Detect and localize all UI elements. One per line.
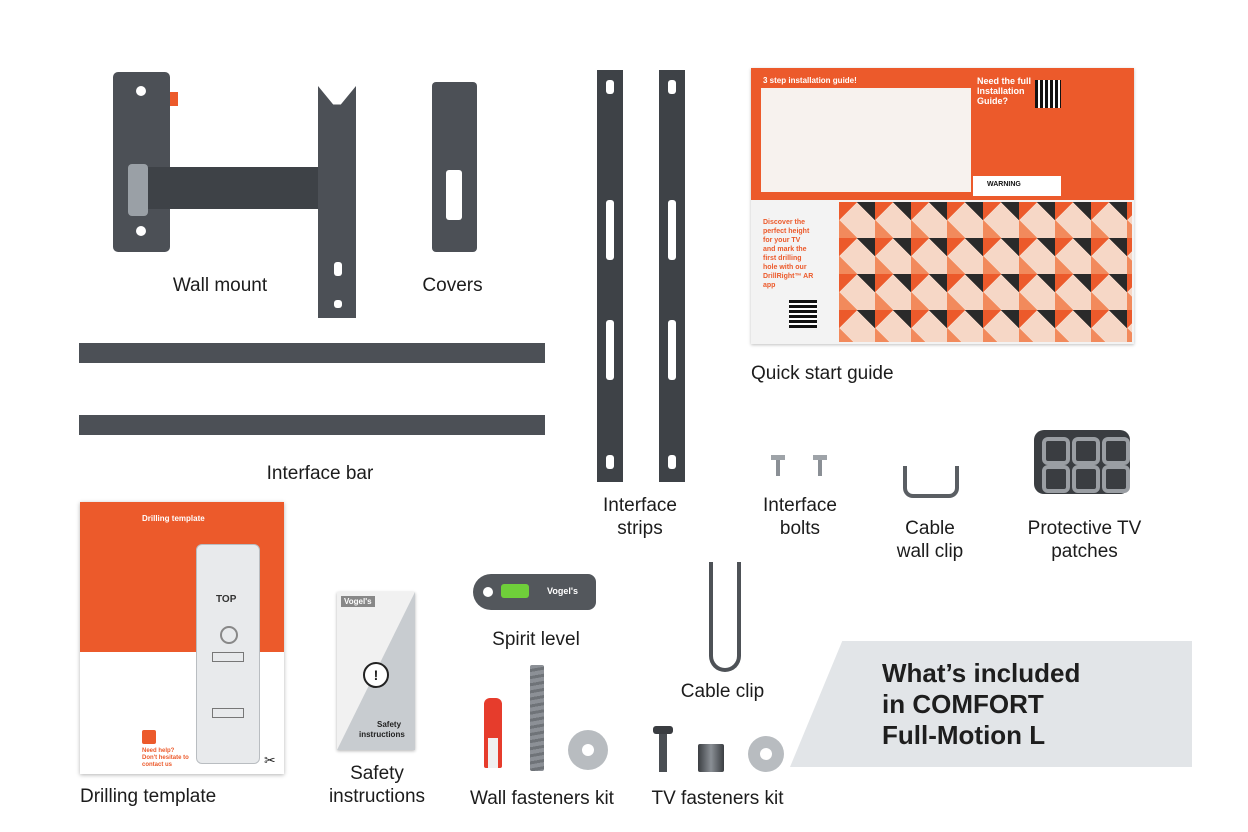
drilling-template: Drilling template TOP Need help? Don't h… [80,502,284,774]
wall-mount-label: Wall mount [172,275,268,296]
spirit-level: Vogel's [473,574,596,610]
tv-bolt [653,726,673,772]
guide-discover-2: perfect height [763,228,810,235]
wall-plate [113,72,170,252]
cable-wall-clip-label-2: wall clip [896,541,964,562]
protective-patches-label-2: patches [1051,541,1118,562]
wall-screw [530,665,544,771]
guide-need-full-1: Need the full [977,76,1032,86]
interface-bolt-1 [771,455,785,477]
tv-fasteners-kit-label: TV fasteners kit [651,788,784,809]
safety-instructions-label-2: instructions [328,786,426,807]
tv-washer [748,736,784,772]
interface-bar-1 [79,343,545,363]
guide-need-full-3: Guide? [977,96,1008,106]
spirit-level-brand: Vogel's [547,586,578,596]
guide-discover-4: and mark the [763,246,807,253]
interface-strips-label-2: strips [617,518,663,539]
guide-discover-8: app [763,282,776,289]
tv-spacer [698,744,724,772]
guide-discover-5: first drilling [763,255,802,262]
interface-bolt-2 [813,455,827,477]
banner-title-line-3: Full-Motion L [882,720,1046,750]
guide-need-full-2: Installation [977,86,1025,96]
warning-icon: ! [363,662,389,688]
wall-fasteners-kit-label: Wall fasteners kit [470,788,614,809]
cable-clip [709,562,741,672]
template-plate [196,544,260,764]
cable-clip-label: Cable clip [680,681,765,702]
wall-washer [568,730,608,770]
safety-instructions: Vogel's ! Safety instructions [337,592,415,750]
interface-strips-label-1: Interface [603,495,677,516]
interface-bolts-label-2: bolts [779,518,821,539]
guide-discover-3: for your TV [763,237,801,244]
cable-wall-clip-label-1: Cable [905,518,955,539]
interface-strip-1 [597,70,623,482]
template-help-3: contact us [142,762,173,768]
guide-qr-code [1035,80,1061,108]
banner-title: What’s included in COMFORT Full-Motion L [882,658,1182,751]
covers [432,82,477,252]
protective-patches-label-1: Protective TV [1027,518,1142,539]
guide-discover-6: hole with our [763,264,807,271]
banner-title-line-2: in COMFORT [882,689,1044,719]
template-heading: Drilling template [142,514,205,523]
spirit-level-vial [501,584,529,598]
quick-start-guide: 3 step installation guide! Need the full… [751,68,1134,344]
guide-app-qr-code [789,300,817,328]
covers-label: Covers [422,275,483,296]
interface-bar-label: Interface bar [266,463,374,484]
drilling-template-label: Drilling template [80,786,217,807]
interface-strip-2 [659,70,685,482]
protective-tv-patches [1034,430,1130,494]
interface-bar-2 [79,415,545,435]
spirit-level-label: Spirit level [492,629,580,650]
guide-heading: 3 step installation guide! [763,76,857,85]
interface-bolts-label-1: Interface [763,495,837,516]
safety-card-text-1: Safety [377,720,402,729]
template-help-2: Don't hesitate to [142,755,189,761]
whats-included-banner [790,641,1192,767]
template-logo [142,730,156,744]
safety-instructions-label-1: Safety [350,763,404,784]
quick-start-guide-label: Quick start guide [751,363,894,384]
cable-wall-clip [903,466,959,498]
wall-plug [484,698,502,768]
wall-mount [113,72,358,320]
mount-arm [135,167,323,209]
mount-bracket [318,86,356,318]
guide-discover-7: DrillRight™ AR [763,273,814,280]
guide-warning: WARNING [987,181,1021,188]
safety-card-text-2: instructions [359,730,405,739]
safety-brand: Vogel's [341,596,375,607]
template-help-1: Need help? [142,748,175,754]
guide-discover-1: Discover the [763,219,806,226]
guide-pattern [839,202,1132,342]
scissors-icon: ✂ [264,752,276,768]
banner-title-line-1: What’s included [882,658,1081,688]
template-top: TOP [216,594,237,605]
